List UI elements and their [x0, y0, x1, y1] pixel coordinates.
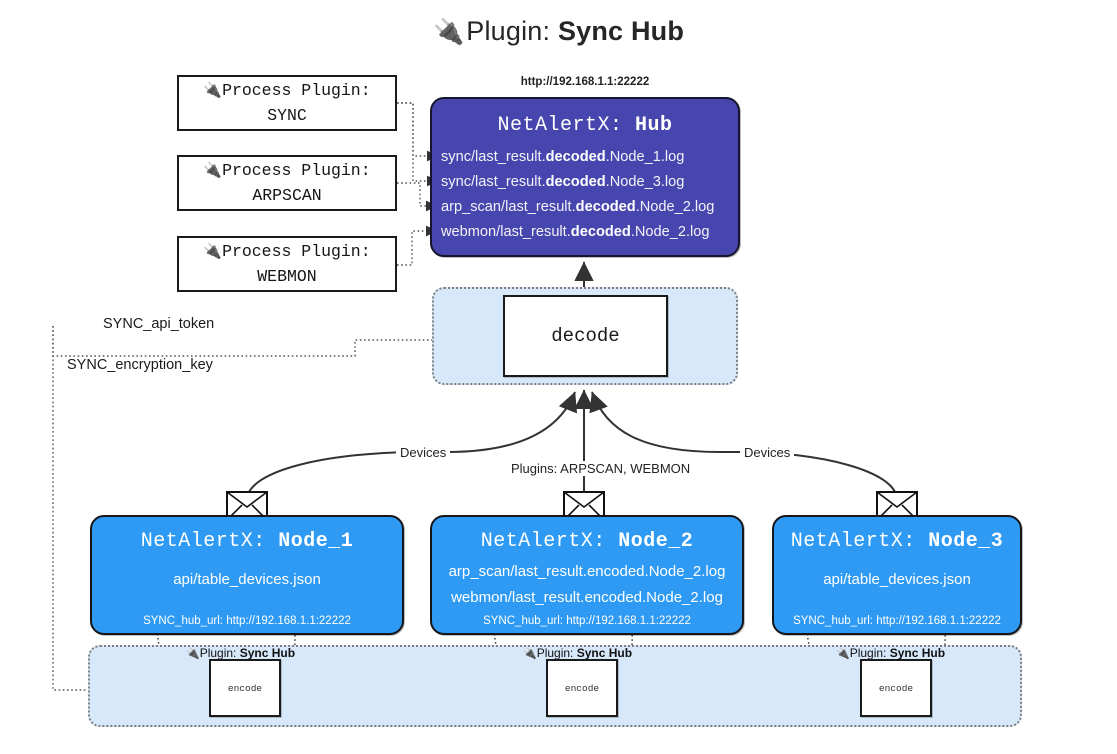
- plug-icon: 🔌: [186, 647, 200, 660]
- node-resource-line: api/table_devices.json: [823, 571, 971, 588]
- process-plugin-name: SYNC: [267, 106, 307, 125]
- node-resource-line: webmon/last_result.encoded.Node_2.log: [451, 589, 723, 606]
- hub-log-line: webmon/last_result.decoded.Node_2.log: [432, 220, 738, 245]
- process-plugin-heading: Process Plugin:: [222, 242, 371, 261]
- process-plugin-name: ARPSCAN: [252, 186, 322, 205]
- encode-plugin-name: Sync Hub: [576, 646, 633, 660]
- encode-box-1[interactable]: encode: [209, 659, 281, 717]
- node-title: NetAlertX: Node_1: [92, 530, 402, 553]
- page-title: 🔌Plugin: Sync Hub: [0, 14, 1117, 49]
- node-box-node-3[interactable]: NetAlertX: Node_3 api/table_devices.json…: [772, 515, 1022, 635]
- plug-icon: 🔌: [523, 647, 537, 660]
- hub-log-line: sync/last_result.decoded.Node_3.log: [432, 170, 738, 195]
- decode-box[interactable]: decode: [503, 295, 668, 377]
- encode-plugin-prefix: Plugin:: [199, 646, 237, 660]
- node-title-prefix: NetAlertX:: [790, 530, 916, 553]
- log-mid: decoded: [575, 199, 636, 215]
- process-plugin-name: WEBMON: [257, 267, 317, 286]
- encode-plugin-label-1: 🔌Plugin: Sync Hub: [186, 646, 295, 660]
- hub-log-list: sync/last_result.decoded.Node_1.log sync…: [432, 145, 738, 245]
- encode-plugin-label-3: 🔌Plugin: Sync Hub: [836, 646, 945, 660]
- edge-encryption-key-to-band: [52, 326, 111, 696]
- plug-icon: 🔌: [203, 242, 223, 260]
- log-post: .Node_1.log: [605, 149, 685, 165]
- node-resource-line: api/table_devices.json: [173, 571, 321, 588]
- node-title: NetAlertX: Node_3: [774, 530, 1020, 553]
- plug-icon: 🔌: [836, 647, 850, 660]
- encode-box-2[interactable]: encode: [546, 659, 618, 717]
- sync-encryption-key-label: SYNC_encryption_key: [62, 357, 218, 373]
- node-title-name: Node_2: [618, 530, 694, 553]
- log-post: .Node_2.log: [635, 199, 715, 215]
- process-plugin-heading: Process Plugin:: [222, 161, 371, 180]
- node-title-prefix: NetAlertX:: [140, 530, 266, 553]
- node-footer: SYNC_hub_url: http://192.168.1.1:22222: [143, 615, 351, 627]
- encode-plugin-prefix: Plugin:: [849, 646, 887, 660]
- log-mid: decoded: [570, 224, 631, 240]
- plug-icon: 🔌: [203, 81, 223, 99]
- log-mid: decoded: [545, 149, 606, 165]
- process-plugin-arpscan[interactable]: 🔌Process Plugin: ARPSCAN: [177, 155, 397, 211]
- process-plugin-webmon[interactable]: 🔌Process Plugin: WEBMON: [177, 236, 397, 292]
- hub-title: NetAlertX: Hub: [432, 114, 738, 137]
- log-pre: sync/last_result.: [441, 149, 546, 165]
- hub-log-line: arp_scan/last_result.decoded.Node_2.log: [432, 195, 738, 220]
- hub-box[interactable]: NetAlertX: Hub sync/last_result.decoded.…: [430, 97, 740, 257]
- hub-title-prefix: NetAlertX:: [497, 114, 623, 137]
- node-footer: SYNC_hub_url: http://192.168.1.1:22222: [793, 615, 1001, 627]
- sync-api-token-label: SYNC_api_token: [98, 316, 220, 332]
- log-mid: decoded: [545, 174, 606, 190]
- node-title-name: Node_3: [928, 530, 1004, 553]
- edge-label-devices-left: Devices: [396, 445, 451, 460]
- edge-label-plugins: Plugins: ARPSCAN, WEBMON: [507, 461, 695, 476]
- hub-title-name: Hub: [635, 114, 673, 137]
- node-resource-line: arp_scan/last_result.encoded.Node_2.log: [448, 563, 726, 580]
- page-title-prefix: Plugin:: [466, 16, 551, 46]
- encode-plugin-name: Sync Hub: [239, 646, 296, 660]
- hub-url: http://192.168.1.1:22222: [520, 76, 650, 88]
- log-post: .Node_2.log: [630, 224, 710, 240]
- node-title: NetAlertX: Node_2: [432, 530, 742, 553]
- hub-log-line: sync/last_result.decoded.Node_1.log: [432, 145, 738, 170]
- plug-icon: 🔌: [203, 161, 223, 179]
- node-title-prefix: NetAlertX:: [480, 530, 606, 553]
- node-footer: SYNC_hub_url: http://192.168.1.1:22222: [483, 615, 691, 627]
- node-box-node-2[interactable]: NetAlertX: Node_2 arp_scan/last_result.e…: [430, 515, 744, 635]
- page-title-name: Sync Hub: [557, 16, 685, 46]
- encode-plugin-label-2: 🔌Plugin: Sync Hub: [523, 646, 632, 660]
- log-post: .Node_3.log: [605, 174, 685, 190]
- encode-plugin-name: Sync Hub: [889, 646, 946, 660]
- plug-icon: 🔌: [432, 18, 465, 46]
- node-title-name: Node_1: [278, 530, 354, 553]
- process-plugin-sync[interactable]: 🔌Process Plugin: SYNC: [177, 75, 397, 131]
- node-box-node-1[interactable]: NetAlertX: Node_1 api/table_devices.json…: [90, 515, 404, 635]
- encode-plugin-prefix: Plugin:: [536, 646, 574, 660]
- log-pre: arp_scan/last_result.: [441, 199, 576, 215]
- encode-box-3[interactable]: encode: [860, 659, 932, 717]
- log-pre: sync/last_result.: [441, 174, 546, 190]
- edge-label-devices-right: Devices: [740, 445, 795, 460]
- log-pre: webmon/last_result.: [441, 224, 571, 240]
- process-plugin-heading: Process Plugin:: [222, 81, 371, 100]
